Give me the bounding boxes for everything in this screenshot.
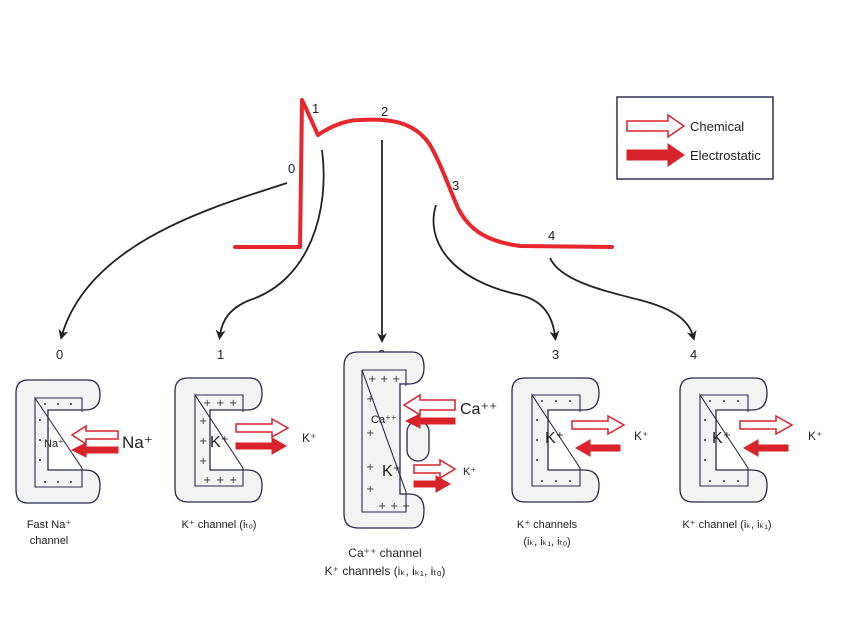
- channel-1: + + + + + + + + + K⁺ K⁺ K⁺ channel (iₜₒ): [174, 377, 316, 531]
- channel-2-charges: + + + + + + + + + +: [366, 374, 410, 512]
- channel-3: K⁺ K⁺ K⁺ channels (iₖ, iₖ₁, iₜₒ): [511, 377, 648, 548]
- channel-1-caption: K⁺ channel (iₜₒ): [182, 519, 257, 531]
- channel-2-ca-chemical-arrow: [402, 393, 456, 417]
- channel-1-chemical-arrow: [235, 417, 290, 439]
- channel-2-ca-outside: Ca⁺⁺: [460, 401, 497, 418]
- channel-3-caption-line2: (iₖ, iₖ₁, iₜₒ): [523, 536, 570, 548]
- svg-text:+: +: [366, 394, 374, 405]
- phase-3-label: 3: [452, 178, 459, 193]
- channel-2-caption-line2: K⁺ channels (iₖ, iₖ₁, iₜₒ): [325, 564, 446, 578]
- channel-0-electrostatic-arrow: [70, 442, 119, 458]
- svg-text:+: +: [368, 374, 376, 385]
- channel-3-caption-line1: K⁺ channels: [517, 519, 578, 531]
- channel-3-number: 3: [552, 347, 559, 362]
- channel-1-number: 1: [217, 347, 224, 362]
- phase-0-label: 0: [288, 161, 295, 176]
- channel-2-ca-inside: Ca⁺⁺: [371, 414, 397, 426]
- channel-4-ion-inside: K⁺: [712, 430, 731, 447]
- electrostatic-legend-icon: [626, 143, 685, 167]
- legend-electrostatic-label: Electrostatic: [690, 148, 761, 163]
- channel-0-ion-outside: Na⁺: [122, 433, 153, 452]
- channel-2-k-electrostatic-arrow: [413, 475, 452, 493]
- channel-0-chemical-arrow: [70, 424, 119, 446]
- svg-text:+: +: [199, 456, 207, 467]
- channel-4-chemical-arrow: [739, 414, 794, 436]
- channel-1-ion-inside: K⁺: [210, 434, 229, 451]
- action-potential-curve: [233, 98, 614, 249]
- phase-4-label: 4: [548, 228, 555, 243]
- legend-chemical-label: Chemical: [690, 119, 744, 134]
- channel-0-charges: [39, 403, 72, 483]
- channel-3-charges: [536, 400, 571, 482]
- svg-text:+: +: [380, 374, 388, 385]
- channel-2-k-outside: K⁺: [463, 466, 476, 478]
- connector-4: [549, 257, 697, 341]
- channel-4-charges: [704, 400, 739, 482]
- svg-text:+: +: [216, 398, 224, 409]
- svg-text:+: +: [366, 462, 374, 473]
- svg-text:+: +: [203, 475, 211, 486]
- svg-text:+: +: [216, 475, 224, 486]
- channel-4-ion-outside: K⁺: [808, 429, 822, 443]
- channel-0-caption-line2: channel: [30, 535, 69, 547]
- channel-2-k-chemical-arrow: [413, 458, 457, 480]
- channel-4: K⁺ K⁺ K⁺ channel (iₖ, iₖ₁): [679, 377, 822, 531]
- channel-1-electrostatic-arrow: [235, 437, 288, 455]
- channel-0: Na⁺ Na⁺ Fast Na⁺ channel: [15, 379, 153, 547]
- channel-0-caption-line1: Fast Na⁺: [27, 519, 72, 531]
- svg-text:+: +: [378, 501, 386, 512]
- svg-text:+: +: [199, 416, 207, 427]
- channel-0-ion-inside: Na⁺: [44, 438, 64, 450]
- svg-text:+: +: [390, 501, 398, 512]
- svg-text:+: +: [366, 428, 374, 439]
- channel-4-electrostatic-arrow: [742, 439, 789, 457]
- channel-3-ion-inside: K⁺: [545, 430, 564, 447]
- connector-1: [215, 149, 325, 340]
- channel-3-ion-outside: K⁺: [634, 429, 648, 443]
- channel-3-electrostatic-arrow: [574, 439, 621, 457]
- svg-text:+: +: [402, 501, 410, 512]
- svg-text:+: +: [199, 436, 207, 447]
- channel-3-chemical-arrow: [571, 414, 626, 436]
- connector-0: [58, 182, 288, 340]
- channel-2: + + + + + + + + + + Ca⁺⁺ Ca⁺⁺ K⁺ K⁺ Ca⁺⁺ chann…: [325, 351, 497, 578]
- channel-0-number: 0: [56, 347, 63, 362]
- channel-2-k-inside: K⁺: [382, 463, 401, 480]
- svg-text:+: +: [366, 484, 374, 495]
- chemical-legend-icon: [626, 113, 686, 139]
- connector-3: [432, 204, 560, 341]
- channel-2-caption-line1: Ca⁺⁺ channel: [348, 546, 421, 560]
- channel-4-caption: K⁺ channel (iₖ, iₖ₁): [682, 519, 771, 531]
- svg-text:+: +: [229, 475, 237, 486]
- phase-2-label: 2: [381, 104, 388, 119]
- channel-1-ion-outside: K⁺: [302, 431, 316, 445]
- phase-1-label: 1: [312, 101, 319, 116]
- channel-1-charges: + + + + + + + + +: [199, 398, 237, 486]
- legend: Chemical Electrostatic: [616, 96, 774, 180]
- channel-2-ca-electrostatic-arrow: [404, 413, 456, 429]
- svg-text:+: +: [229, 398, 237, 409]
- channel-4-number: 4: [690, 347, 697, 362]
- svg-text:+: +: [203, 398, 211, 409]
- svg-text:+: +: [392, 374, 400, 385]
